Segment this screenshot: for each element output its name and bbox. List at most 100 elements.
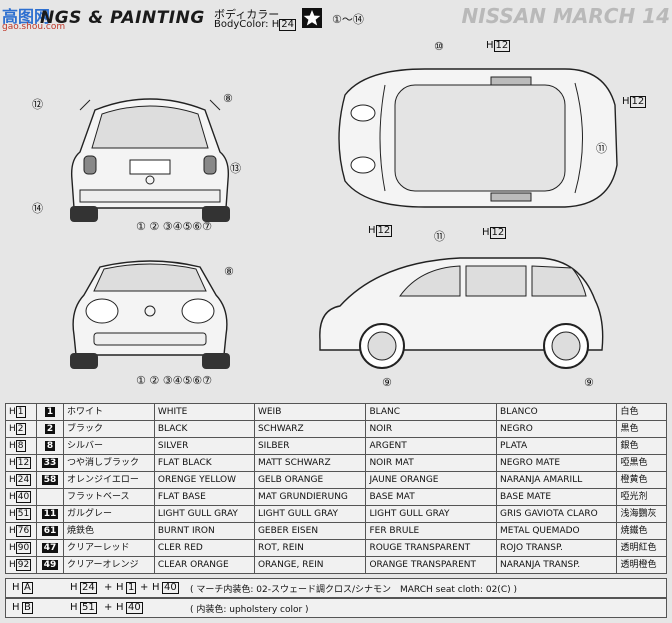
name-jp: ブラック bbox=[63, 420, 155, 438]
bodycolor-jp: ボディカラー bbox=[214, 8, 280, 21]
mr-code: 61 bbox=[36, 522, 64, 540]
mr-code: 11 bbox=[36, 505, 64, 523]
name-jp: つや消しブラック bbox=[63, 454, 155, 472]
name-fr: JAUNE ORANGE bbox=[365, 471, 498, 489]
name-cn: 啞光剂 bbox=[616, 488, 667, 506]
name-fr: FER BRULE bbox=[365, 522, 498, 540]
front-view-drawing bbox=[70, 260, 230, 369]
mr-code: 49 bbox=[36, 556, 64, 574]
name-en: WHITE bbox=[153, 403, 255, 421]
name-cn: 黒色 bbox=[616, 420, 667, 438]
name-es: PLATA bbox=[496, 437, 618, 455]
name-en: FLAT BLACK bbox=[153, 454, 255, 472]
name-en: BLACK bbox=[153, 420, 255, 438]
part-range: ①〜⑭ bbox=[332, 13, 364, 26]
page-title: NGS & PAINTING bbox=[40, 8, 205, 28]
name-cn: 浅海鸚灰 bbox=[616, 505, 667, 523]
name-es: ROJO TRANSP. bbox=[496, 539, 618, 557]
name-en: CLER RED bbox=[153, 539, 255, 557]
mr-code: 1 bbox=[36, 403, 64, 421]
name-fr: ARGENT bbox=[365, 437, 498, 455]
watermark-url: gao.shou.com bbox=[2, 22, 66, 32]
name-en: CLEAR ORANGE bbox=[153, 556, 255, 574]
callout-8-rear: ⑧ bbox=[223, 92, 233, 105]
name-cn: 啞黒色 bbox=[616, 454, 667, 472]
name-es: BASE MATE bbox=[496, 488, 618, 506]
callout-8-front: ⑧ bbox=[224, 265, 234, 278]
name-de: MAT GRUNDIERUNG bbox=[253, 488, 367, 506]
name-es: NARANJA AMARILL bbox=[496, 471, 618, 489]
name-es: METAL QUEMADO bbox=[496, 522, 618, 540]
name-en: FLAT BASE bbox=[153, 488, 255, 506]
mr-code: 33 bbox=[36, 454, 64, 472]
name-fr: NOIR MAT bbox=[365, 454, 498, 472]
header-banner: NISSAN MARCH 14 bbox=[461, 4, 670, 28]
wheel-parts-rear: ① ② ③④⑤⑥⑦ bbox=[136, 220, 213, 233]
name-jp: クリアーレッド bbox=[63, 539, 155, 557]
watermark-logo: 高图网 bbox=[2, 7, 51, 26]
callout-11-left: ⑪ bbox=[434, 230, 445, 243]
mr-code: 2 bbox=[36, 420, 64, 438]
name-cn: 銀色 bbox=[616, 437, 667, 455]
name-jp: オレンジイエロー bbox=[63, 471, 155, 489]
name-es: NARANJA TRANSP. bbox=[496, 556, 618, 574]
name-cn: 透明橙色 bbox=[616, 556, 667, 574]
header: 高图网 gao.shou.com NGS & PAINTING ボディカラー B… bbox=[0, 0, 672, 34]
top-view-drawing bbox=[338, 68, 618, 208]
side-view-drawing bbox=[319, 257, 604, 369]
name-cn: 橙黄色 bbox=[616, 471, 667, 489]
name-jp: シルバー bbox=[63, 437, 155, 455]
name-jp: クリアーオレンジ bbox=[63, 556, 155, 574]
name-es: NEGRO MATE bbox=[496, 454, 618, 472]
name-de: SILBER bbox=[253, 437, 367, 455]
name-fr: BLANC bbox=[365, 403, 498, 421]
callout-12: ⑫ bbox=[32, 98, 43, 111]
name-de: GELB ORANGE bbox=[253, 471, 367, 489]
name-cn: 焼鐵色 bbox=[616, 522, 667, 540]
name-en: SILVER bbox=[153, 437, 255, 455]
name-en: LIGHT GULL GRAY bbox=[153, 505, 255, 523]
name-es: GRIS GAVIOTA CLARO bbox=[496, 505, 618, 523]
name-jp: フラットベース bbox=[63, 488, 155, 506]
mr-code: 47 bbox=[36, 539, 64, 557]
callout-10: ⑩ bbox=[434, 40, 444, 53]
tire-callout-right: ⑨ bbox=[584, 376, 594, 389]
name-cn: 透明紅色 bbox=[616, 539, 667, 557]
name-de: LIGHT GULL GRAY bbox=[253, 505, 367, 523]
name-fr: ROUGE TRANSPARENT bbox=[365, 539, 498, 557]
mr-code: 58 bbox=[36, 471, 64, 489]
name-fr: LIGHT GULL GRAY bbox=[365, 505, 498, 523]
callout-11-right: ⑪ bbox=[596, 142, 607, 155]
mr-code: 8 bbox=[36, 437, 64, 455]
name-de: SCHWARZ bbox=[253, 420, 367, 438]
name-jp: ガルグレー bbox=[63, 505, 155, 523]
name-de: WEIB bbox=[253, 403, 367, 421]
wheel-parts-front: ① ② ③④⑤⑥⑦ bbox=[136, 374, 213, 387]
name-jp: 焼鉄色 bbox=[63, 522, 155, 540]
name-cn: 白色 bbox=[616, 403, 667, 421]
name-en: BURNT IRON bbox=[153, 522, 255, 540]
name-jp: ホワイト bbox=[63, 403, 155, 421]
